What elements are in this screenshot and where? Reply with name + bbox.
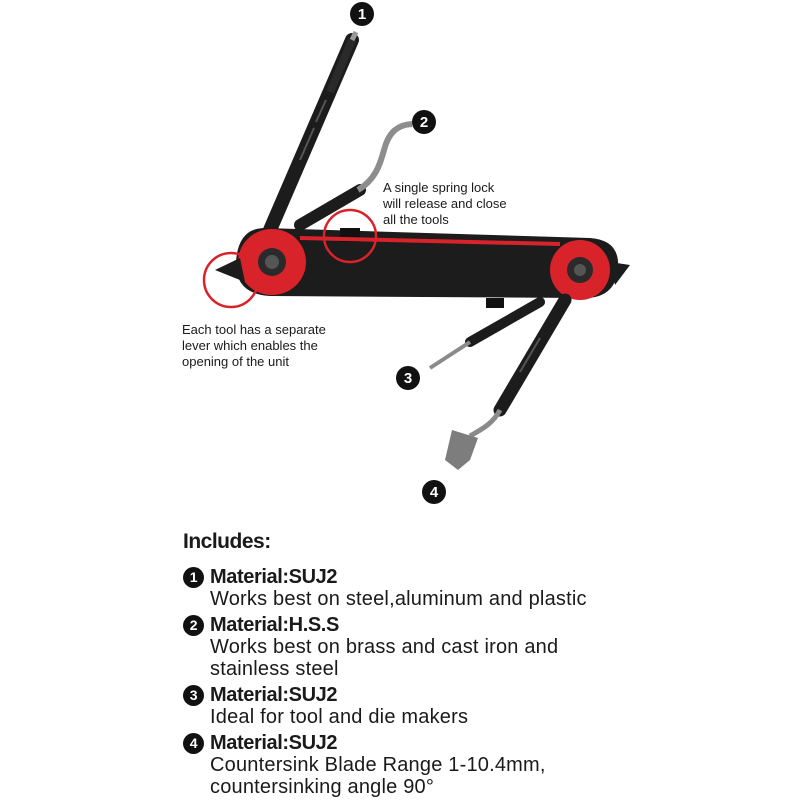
badge-4: 4 [422, 480, 446, 504]
item-description: Ideal for tool and die makers [210, 706, 469, 728]
include-item-2: 2 Material:H.S.S Works best on brass and… [183, 614, 783, 680]
multi-tool-drawing [202, 30, 630, 470]
item-description: Works best on brass and cast iron and st… [210, 636, 559, 680]
tool-2-curved-blade [294, 121, 413, 231]
spring-lock-highlight-circle [322, 208, 378, 264]
tool-3-pointed-scraper [428, 297, 545, 370]
number-2-icon: 2 [183, 614, 204, 636]
item-heading: Material:H.S.S [210, 614, 339, 636]
item-description: Works best on steel,aluminum and plastic [210, 588, 587, 610]
item-heading: Material:SUJ2 [210, 732, 338, 754]
number-4-icon: 4 [183, 732, 204, 754]
item-description: Countersink Blade Range 1-10.4mm, counte… [210, 754, 546, 798]
item-heading: Material:SUJ2 [210, 566, 338, 588]
badge-1: 1 [350, 2, 374, 26]
include-item-3: 3 Material:SUJ2 Ideal for tool and die m… [183, 684, 783, 728]
tool-4-countersink [445, 293, 572, 470]
includes-section: Includes: 1 Material:SUJ2 Works best on … [183, 530, 783, 802]
include-item-1: 1 Material:SUJ2 Works best on steel,alum… [183, 566, 783, 610]
badge-3: 3 [396, 366, 420, 390]
lever-highlight-circle [202, 251, 260, 309]
number-3-icon: 3 [183, 684, 204, 706]
product-illustration: 1 2 3 4 A single spring lock will releas… [182, 2, 630, 504]
spring-lock-callout: A single spring lock will release and cl… [383, 180, 507, 227]
item-heading: Material:SUJ2 [210, 684, 338, 706]
includes-title: Includes: [183, 530, 271, 553]
lever-callout: Each tool has a separate lever which ena… [182, 322, 326, 369]
tool-handle [215, 228, 630, 308]
badge-2: 2 [412, 110, 436, 134]
include-item-4: 4 Material:SUJ2 Countersink Blade Range … [183, 732, 783, 798]
number-1-icon: 1 [183, 566, 204, 588]
tool-1-scraper [263, 30, 359, 237]
